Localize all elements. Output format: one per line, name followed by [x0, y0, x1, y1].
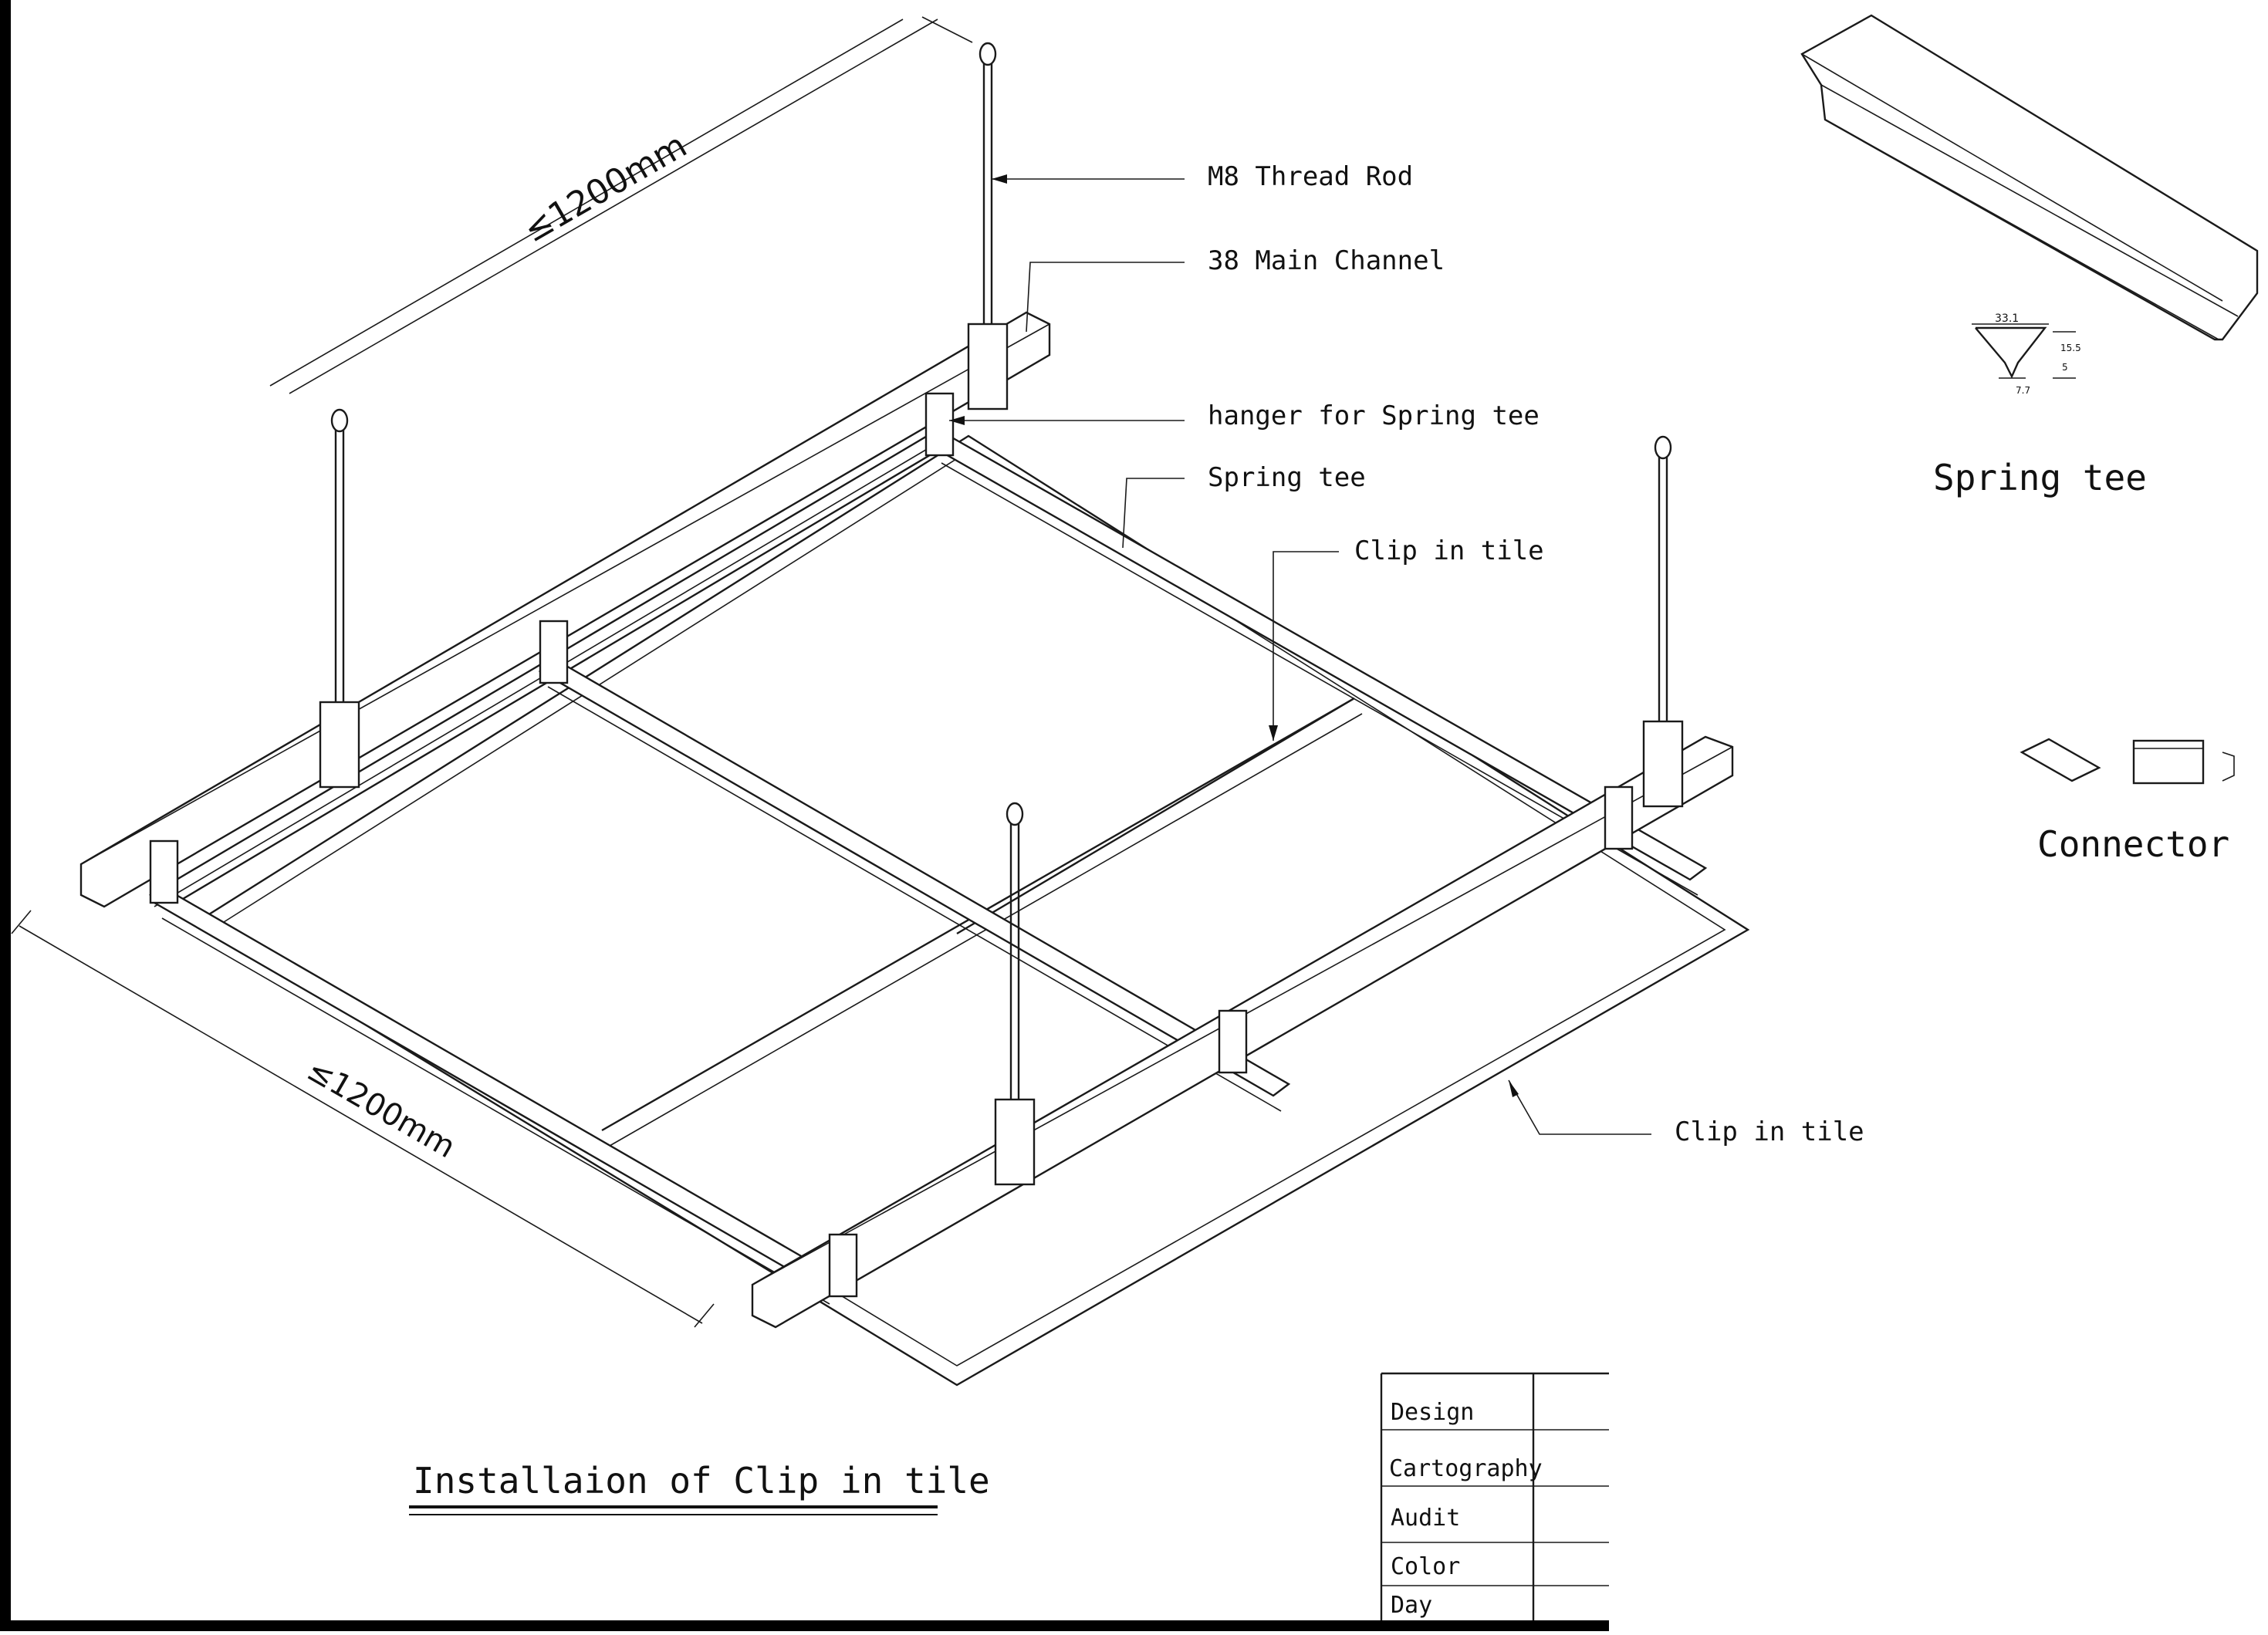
callout-spring-tee: Spring tee [1208, 462, 1366, 493]
callout-clip-tile-upper: Clip in tile [1354, 535, 1544, 566]
spring-tee-front [152, 890, 840, 1290]
drawing-title-block: Installaion of Clip in tile [409, 1460, 990, 1515]
thread-rods [319, 42, 1684, 1186]
section-base: 7.7 [2016, 385, 2030, 396]
callout-thread-rod: M8 Thread Rod [1208, 161, 1413, 192]
drawing-title: Installaion of Clip in tile [413, 1460, 990, 1502]
hanger-6 [828, 1233, 858, 1298]
hanger-3 [149, 839, 179, 904]
connector-3d [2020, 738, 2101, 782]
left-border [0, 0, 11, 1631]
spring-tee-middle [538, 658, 1291, 1097]
section-height-2: 5 [2062, 362, 2068, 373]
connector-front-view [2132, 739, 2205, 785]
title-block-audit: Audit [1391, 1505, 1460, 1532]
title-block-design: Design [1391, 1399, 1474, 1426]
callout-main-channel: 38 Main Channel [1208, 245, 1445, 276]
section-height-1: 15.5 [2060, 343, 2081, 353]
callout-hanger: hanger for Spring tee [1208, 400, 1540, 431]
spring-tee-profile-3d [1800, 14, 2259, 341]
dimension-left: ≤1200mm [11, 910, 715, 1328]
ceiling-grid-assembly [79, 42, 1750, 1387]
title-block-cartography: Cartography [1389, 1455, 1543, 1482]
connector-detail: Connector [2020, 738, 2235, 865]
hanger-4 [1604, 785, 1634, 850]
hanger-2 [539, 620, 569, 684]
main-channel-back [79, 311, 1051, 908]
spring-tee-detail: 33.1 15.5 5 7.7 Spring tee [1800, 14, 2259, 498]
dimension-top: ≤1200mm [269, 16, 973, 394]
title-block-table: Design Cartography Audit Color Day [1380, 1372, 1609, 1620]
spring-tee-title: Spring tee [1933, 457, 2147, 498]
title-block-color: Color [1391, 1553, 1460, 1580]
hanger-5 [1218, 1009, 1248, 1074]
connector-title: Connector [2037, 823, 2229, 865]
title-block-day: Day [1391, 1592, 1432, 1619]
dimension-top-label: ≤1200mm [517, 126, 694, 250]
bottom-border [0, 1620, 1609, 1631]
hanger-1 [924, 392, 955, 457]
callout-clip-tile-lower: Clip in tile [1675, 1116, 1864, 1147]
spring-tee-hangers [149, 392, 1634, 1298]
section-width: 33.1 [1995, 312, 2019, 325]
spring-tee-section: 33.1 15.5 5 7.7 [1972, 312, 2081, 396]
callouts: M8 Thread Rod 38 Main Channel hanger for… [949, 161, 1864, 1147]
tile-joint-2 [956, 697, 1355, 935]
